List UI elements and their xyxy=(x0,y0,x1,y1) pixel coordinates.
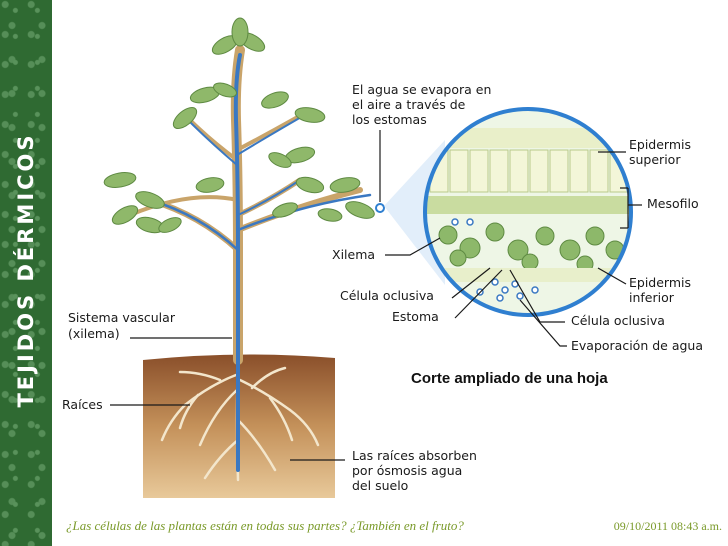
label-raices-absorben: Las raíces absorben por ósmosis agua del… xyxy=(352,448,481,493)
label-evaporacion-agua: Evaporación de agua xyxy=(571,338,703,353)
stoma-marker xyxy=(376,204,384,212)
footer-question: ¿Las células de las plantas están en tod… xyxy=(66,518,464,534)
label-celula-oclusiva-right: Célula oclusiva xyxy=(571,313,665,328)
label-sistema-vascular: Sistema vascular (xilema) xyxy=(68,310,179,341)
label-xilema: Xilema xyxy=(332,247,375,262)
label-raices: Raíces xyxy=(62,397,103,412)
label-mesofilo: Mesofilo xyxy=(647,196,699,211)
label-celula-oclusiva-left: Célula oclusiva xyxy=(340,288,434,303)
label-corte: Corte ampliado de una hoja xyxy=(411,370,608,387)
label-epidermis-inferior: Epidermis inferior xyxy=(629,275,695,305)
label-epidermis-superior: Epidermis superior xyxy=(629,137,695,167)
leaf-cross-section xyxy=(420,105,640,325)
label-estoma: Estoma xyxy=(392,309,439,324)
footer-date: 09/10/2011 08:43 a.m. xyxy=(614,519,722,534)
label-evaporation: El agua se evapora en el aire a través d… xyxy=(352,82,495,127)
